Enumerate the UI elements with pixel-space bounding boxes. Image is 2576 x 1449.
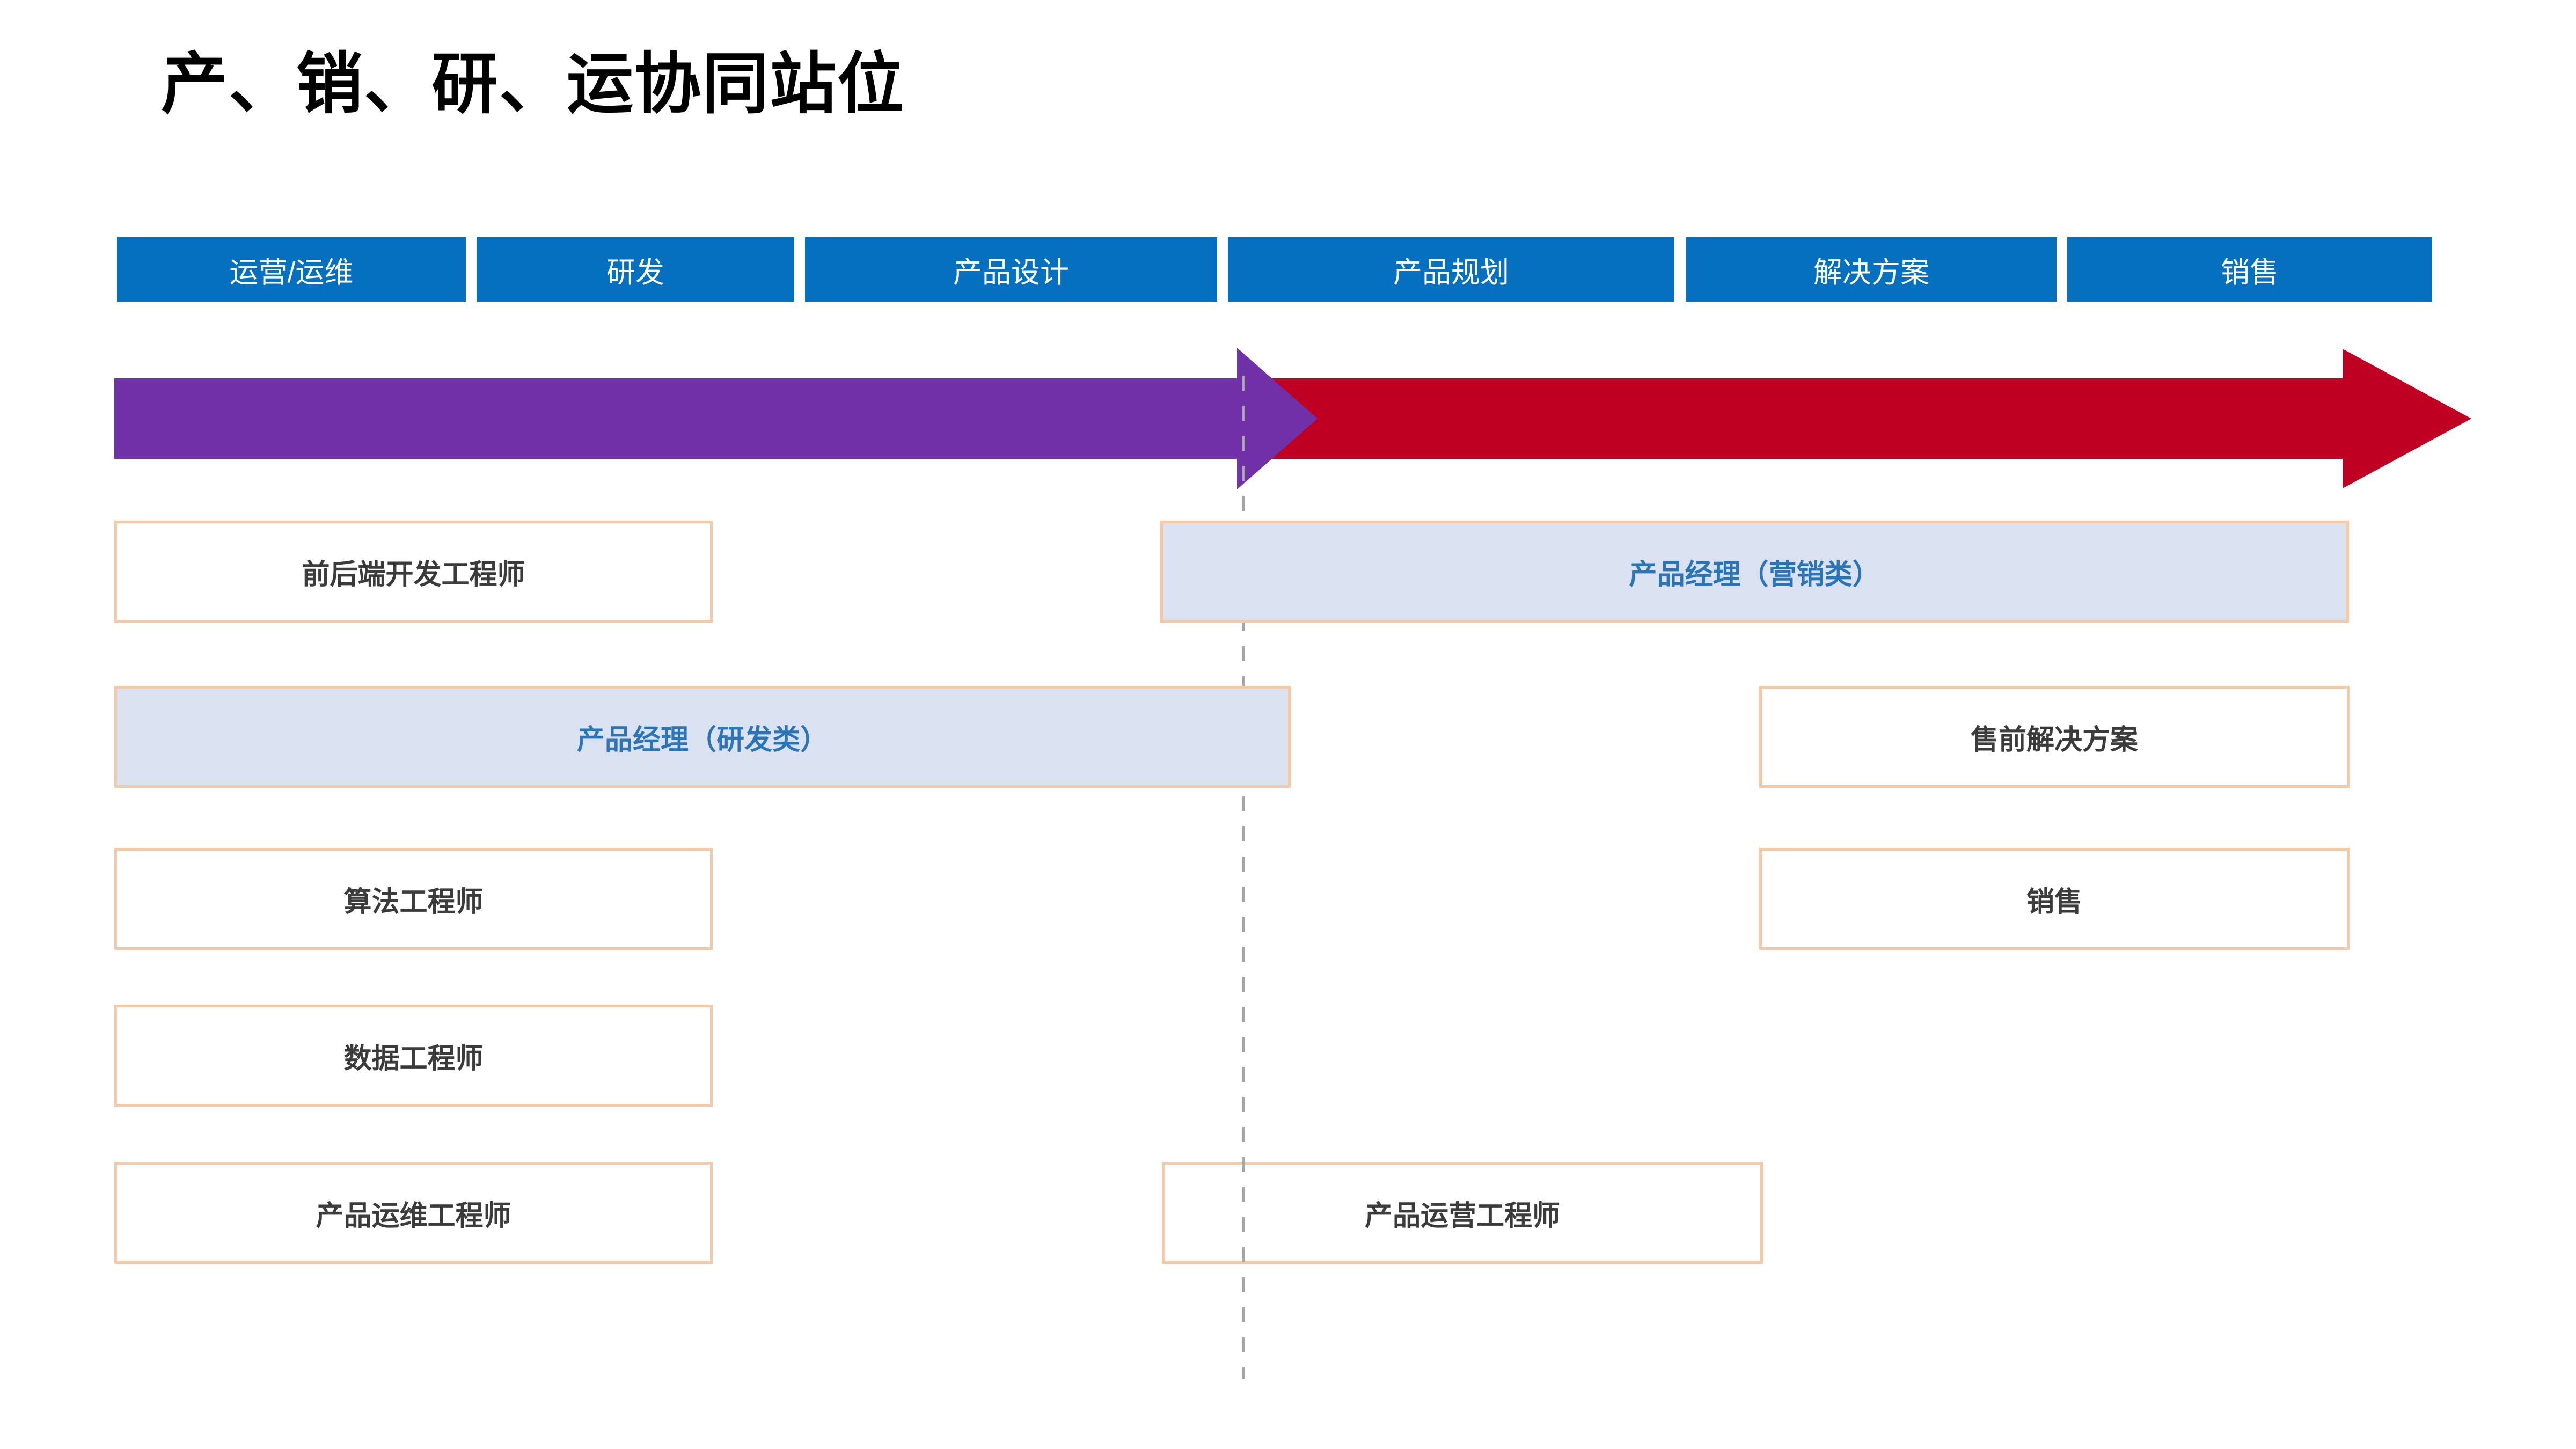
role-box-4[interactable]: 算法工程师 (114, 848, 713, 950)
process-arrow-band: 产品设计、研发与实施 产品规划、推广与营销 (0, 338, 2576, 773)
role-box-3[interactable]: 售前解决方案 (1759, 686, 2350, 788)
phase-bar-3[interactable]: 产品规划 (1228, 237, 1674, 302)
role-box-0[interactable]: 前后端开发工程师 (114, 521, 713, 623)
phase-bar-2[interactable]: 产品设计 (805, 237, 1217, 302)
arrow-plan-market-shape (1202, 349, 2471, 488)
phase-divider-dashed-line (1242, 376, 1245, 1379)
role-box-5[interactable]: 销售 (1759, 848, 2350, 950)
phase-bar-5[interactable]: 销售 (2067, 237, 2432, 302)
arrow-design-dev-shape (114, 348, 1318, 489)
process-arrows-svg (114, 348, 2471, 489)
phase-bar-4[interactable]: 解决方案 (1686, 237, 2057, 302)
role-box-6[interactable]: 数据工程师 (114, 1005, 713, 1107)
role-box-7[interactable]: 产品运维工程师 (114, 1162, 713, 1264)
phase-bar-0[interactable]: 运营/运维 (117, 237, 466, 302)
role-box-1[interactable]: 产品经理（营销类） (1160, 521, 2349, 623)
phase-bar-1[interactable]: 研发 (477, 237, 794, 302)
role-box-2[interactable]: 产品经理（研发类） (114, 686, 1291, 788)
page-title: 产、销、研、运协同站位 (161, 47, 905, 121)
role-box-8[interactable]: 产品运营工程师 (1162, 1162, 1763, 1264)
